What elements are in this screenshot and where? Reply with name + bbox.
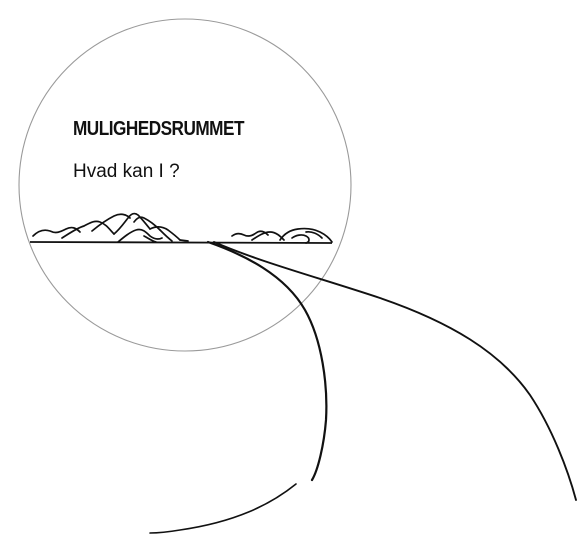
horizon-circle — [19, 19, 351, 351]
horizon-line — [30, 242, 332, 243]
road-sketch — [150, 242, 576, 533]
page-subtitle: Hvad kan I ? — [73, 161, 180, 183]
mountain-range-right-sketch — [232, 229, 332, 243]
page-title: MULIGHEDSRUMMET — [73, 118, 244, 141]
mountain-range-left-sketch — [33, 214, 188, 242]
